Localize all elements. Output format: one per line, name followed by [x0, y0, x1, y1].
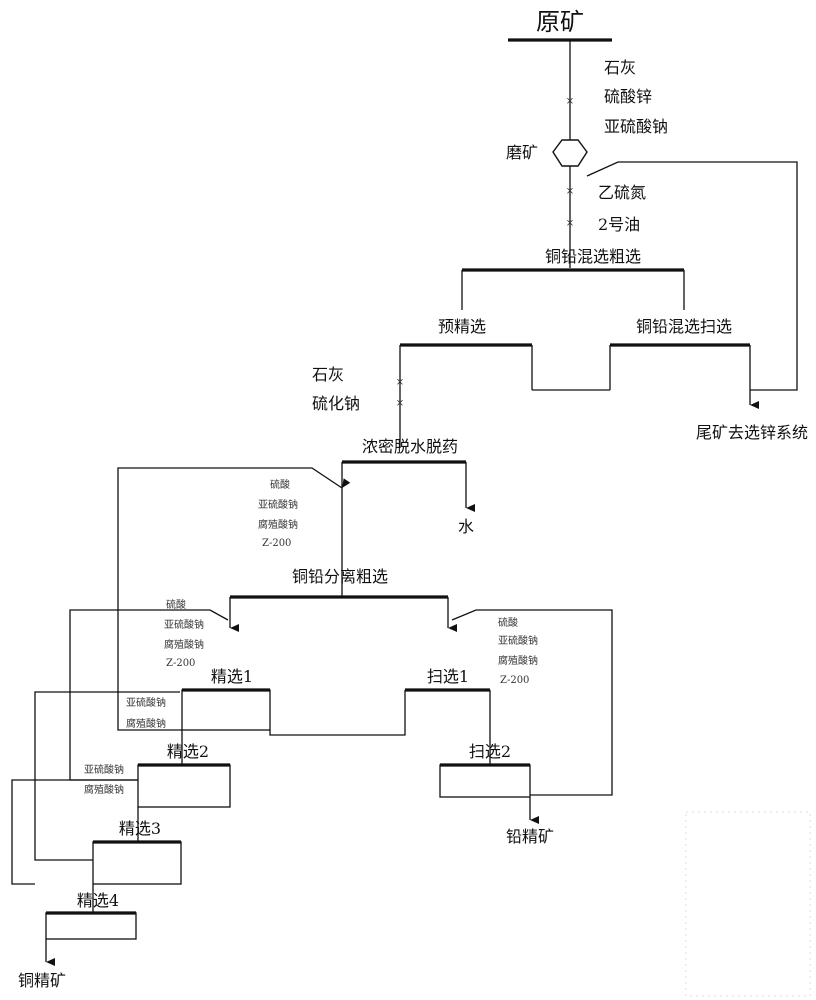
clean2-cell — [137, 764, 231, 808]
stage-sep-rough-label: 铜铅分离粗选 — [292, 567, 388, 586]
reagent-sep-rough-1: 硫酸 — [270, 478, 290, 491]
stage-clean1-label: 精选1 — [211, 667, 253, 686]
reagent-sep-rough-2: 亚硫酸钠 — [258, 498, 298, 511]
clean3-tail-return-line — [34, 691, 180, 861]
scav2-return-line — [451, 609, 613, 796]
reagent-clean1-3: 腐殖酸钠 — [164, 638, 204, 651]
grinding-label: 磨矿 — [506, 143, 538, 162]
reagent-rough-2: 2号油 — [598, 215, 640, 234]
stage-clean4-label: 精选4 — [77, 891, 119, 910]
reagent-rough-1: 乙硫氮 — [598, 183, 646, 202]
clean1-cell — [181, 689, 271, 731]
dose-mark: × — [396, 377, 404, 388]
clean1-scav1-link — [269, 690, 406, 736]
reagent-sep-rough-3: 腐殖酸钠 — [258, 518, 298, 531]
clean4-cell — [45, 912, 137, 940]
stage-clean2-label: 精选2 — [167, 742, 209, 761]
reagent-clean1-1: 硫酸 — [166, 598, 186, 611]
reagent-thicken-2: 硫化钠 — [312, 394, 360, 413]
reagent-grind-3: 亚硫酸钠 — [604, 117, 668, 136]
return-to-mill-line — [586, 161, 798, 391]
reagent-clean3-1: 亚硫酸钠 — [84, 763, 124, 776]
reagent-scav1-4: Z-200 — [500, 675, 529, 686]
dose-mark: × — [396, 398, 404, 409]
reagent-grind-2: 硫酸锌 — [604, 87, 652, 106]
reagent-scav1-2: 亚硫酸钠 — [498, 634, 538, 647]
lead-out-label: 铅精矿 — [506, 827, 554, 846]
water-out-label: 水 — [458, 517, 474, 536]
reagent-clean1-4: Z-200 — [166, 658, 195, 669]
clean1-tail-return-line — [117, 467, 351, 731]
reagent-scav1-3: 腐殖酸钠 — [498, 654, 538, 667]
reagent-clean1-2: 亚硫酸钠 — [164, 618, 204, 631]
stage-scav1-label: 扫选1 — [427, 667, 469, 686]
clean4-tail-return-line — [11, 779, 138, 885]
scav2-cell — [439, 764, 531, 798]
reagent-thicken-1: 石灰 — [312, 365, 344, 384]
scan-artifact — [685, 811, 811, 997]
reagent-clean3-2: 腐殖酸钠 — [84, 783, 124, 796]
reagent-grind-1: 石灰 — [604, 58, 636, 77]
reagent-clean2-1: 亚硫酸钠 — [126, 696, 166, 709]
stage-mix-scav-label: 铜铅混选扫选 — [636, 317, 732, 336]
clean3-cell — [92, 841, 182, 885]
copper-out-label: 铜精矿 — [18, 971, 66, 990]
stage-pre-clean-label: 预精选 — [438, 317, 486, 336]
reagent-clean2-2: 腐殖酸钠 — [126, 717, 166, 730]
dose-mark: × — [566, 186, 574, 197]
stage-mix-rough-label: 铜铅混选粗选 — [545, 247, 641, 266]
tailing-out-label: 尾矿去选锌系统 — [696, 423, 808, 442]
mill-icon — [552, 139, 588, 167]
feed-label: 原矿 — [536, 8, 584, 36]
reagent-sep-rough-4: Z-200 — [262, 538, 291, 549]
dose-mark: × — [566, 96, 574, 107]
reagent-scav1-1: 硫酸 — [498, 616, 518, 629]
dose-mark: × — [566, 218, 574, 229]
stage-thicken-label: 浓密脱水脱药 — [362, 437, 458, 456]
stage-clean3-label: 精选3 — [119, 819, 161, 838]
